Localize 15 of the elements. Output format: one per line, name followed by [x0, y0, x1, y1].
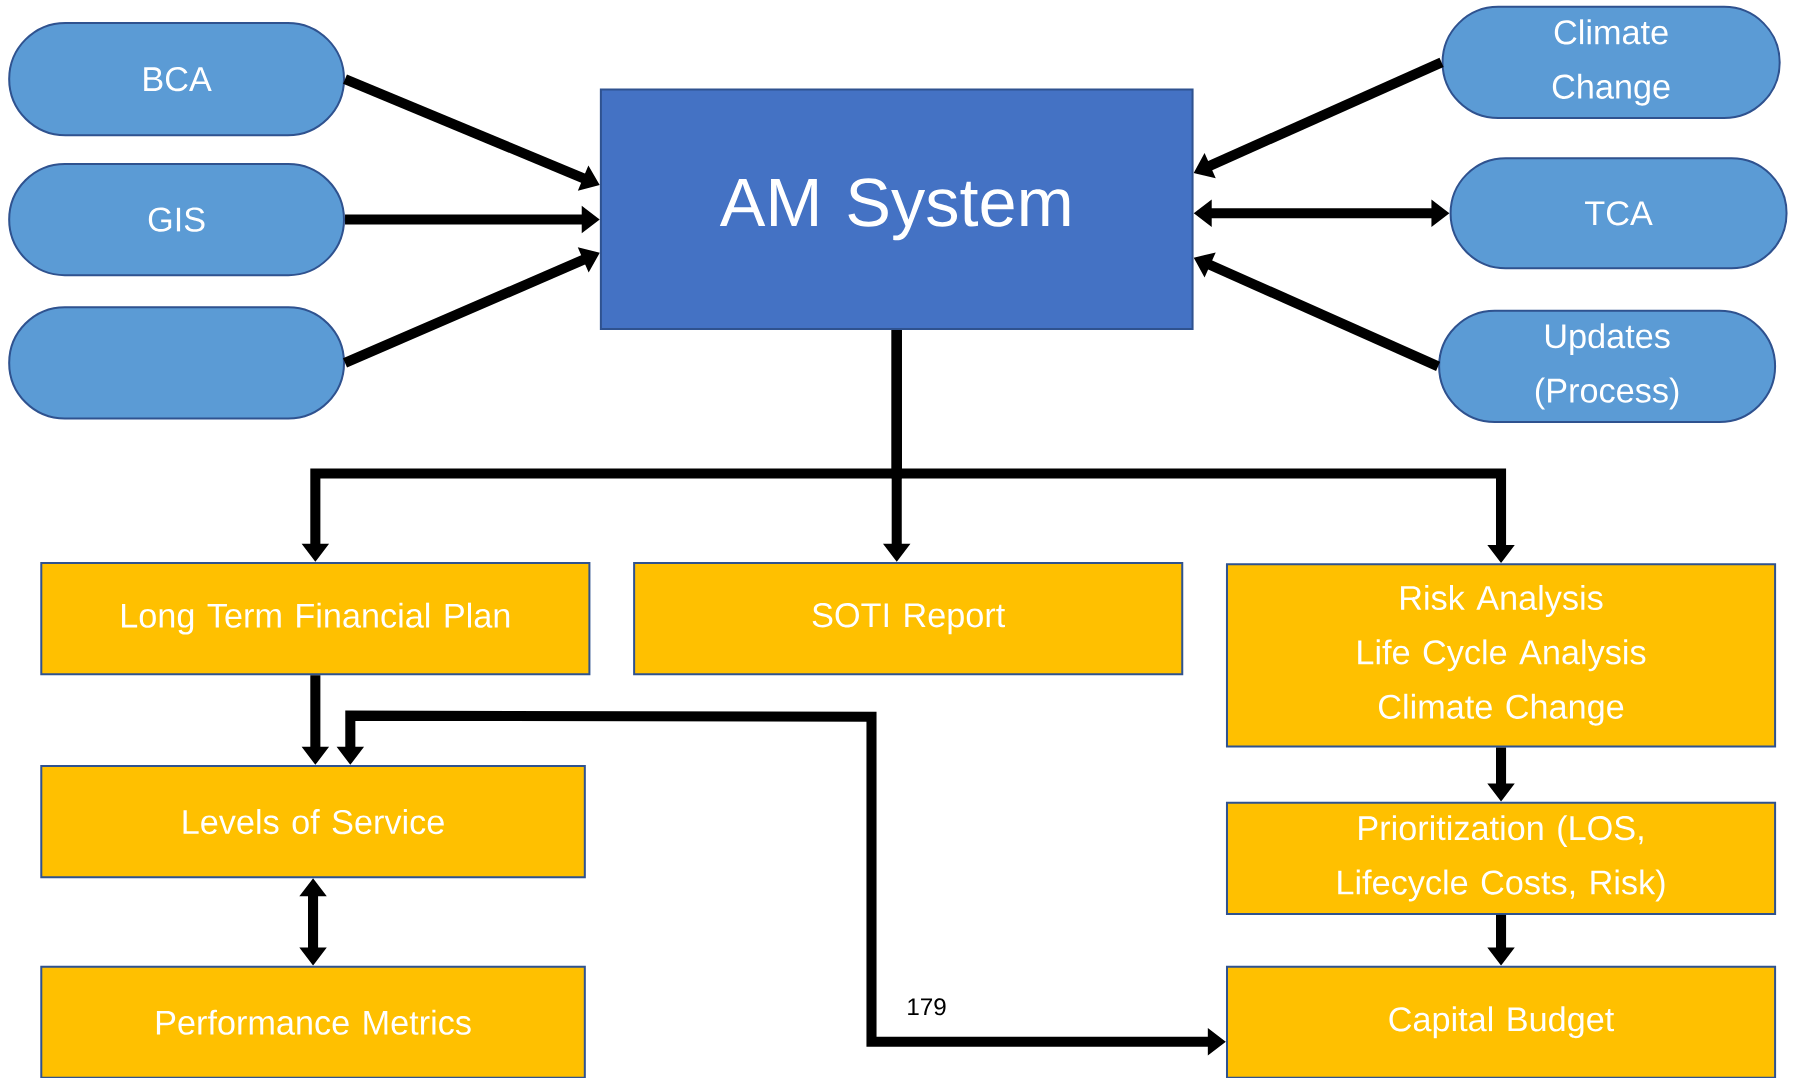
- page-number: 179: [908, 998, 946, 1016]
- process-box: Prioritization (LOS, Lifecycle Costs, Risk): [1225, 801, 1777, 915]
- rounded-box: TCA: [1449, 157, 1788, 270]
- process-box: Levels of Service: [40, 765, 586, 879]
- rounded-box: Climate Change: [1441, 5, 1781, 120]
- rounded-box: BCA: [8, 21, 346, 137]
- system-box: AM System: [599, 88, 1194, 331]
- process-box: Risk Analysis Life Cycle Analysis Climate Change: [1225, 563, 1777, 748]
- empty-rounded-box: [8, 306, 346, 420]
- rounded-box: GIS: [8, 163, 346, 277]
- process-box: Long Term Financial Plan: [40, 562, 591, 676]
- process-box: SOTI Report: [633, 562, 1184, 676]
- rounded-box: Updates (Process): [1438, 309, 1777, 424]
- process-box: Capital Budget: [1225, 965, 1777, 1078]
- process-box: Performance Metrics: [40, 965, 586, 1078]
